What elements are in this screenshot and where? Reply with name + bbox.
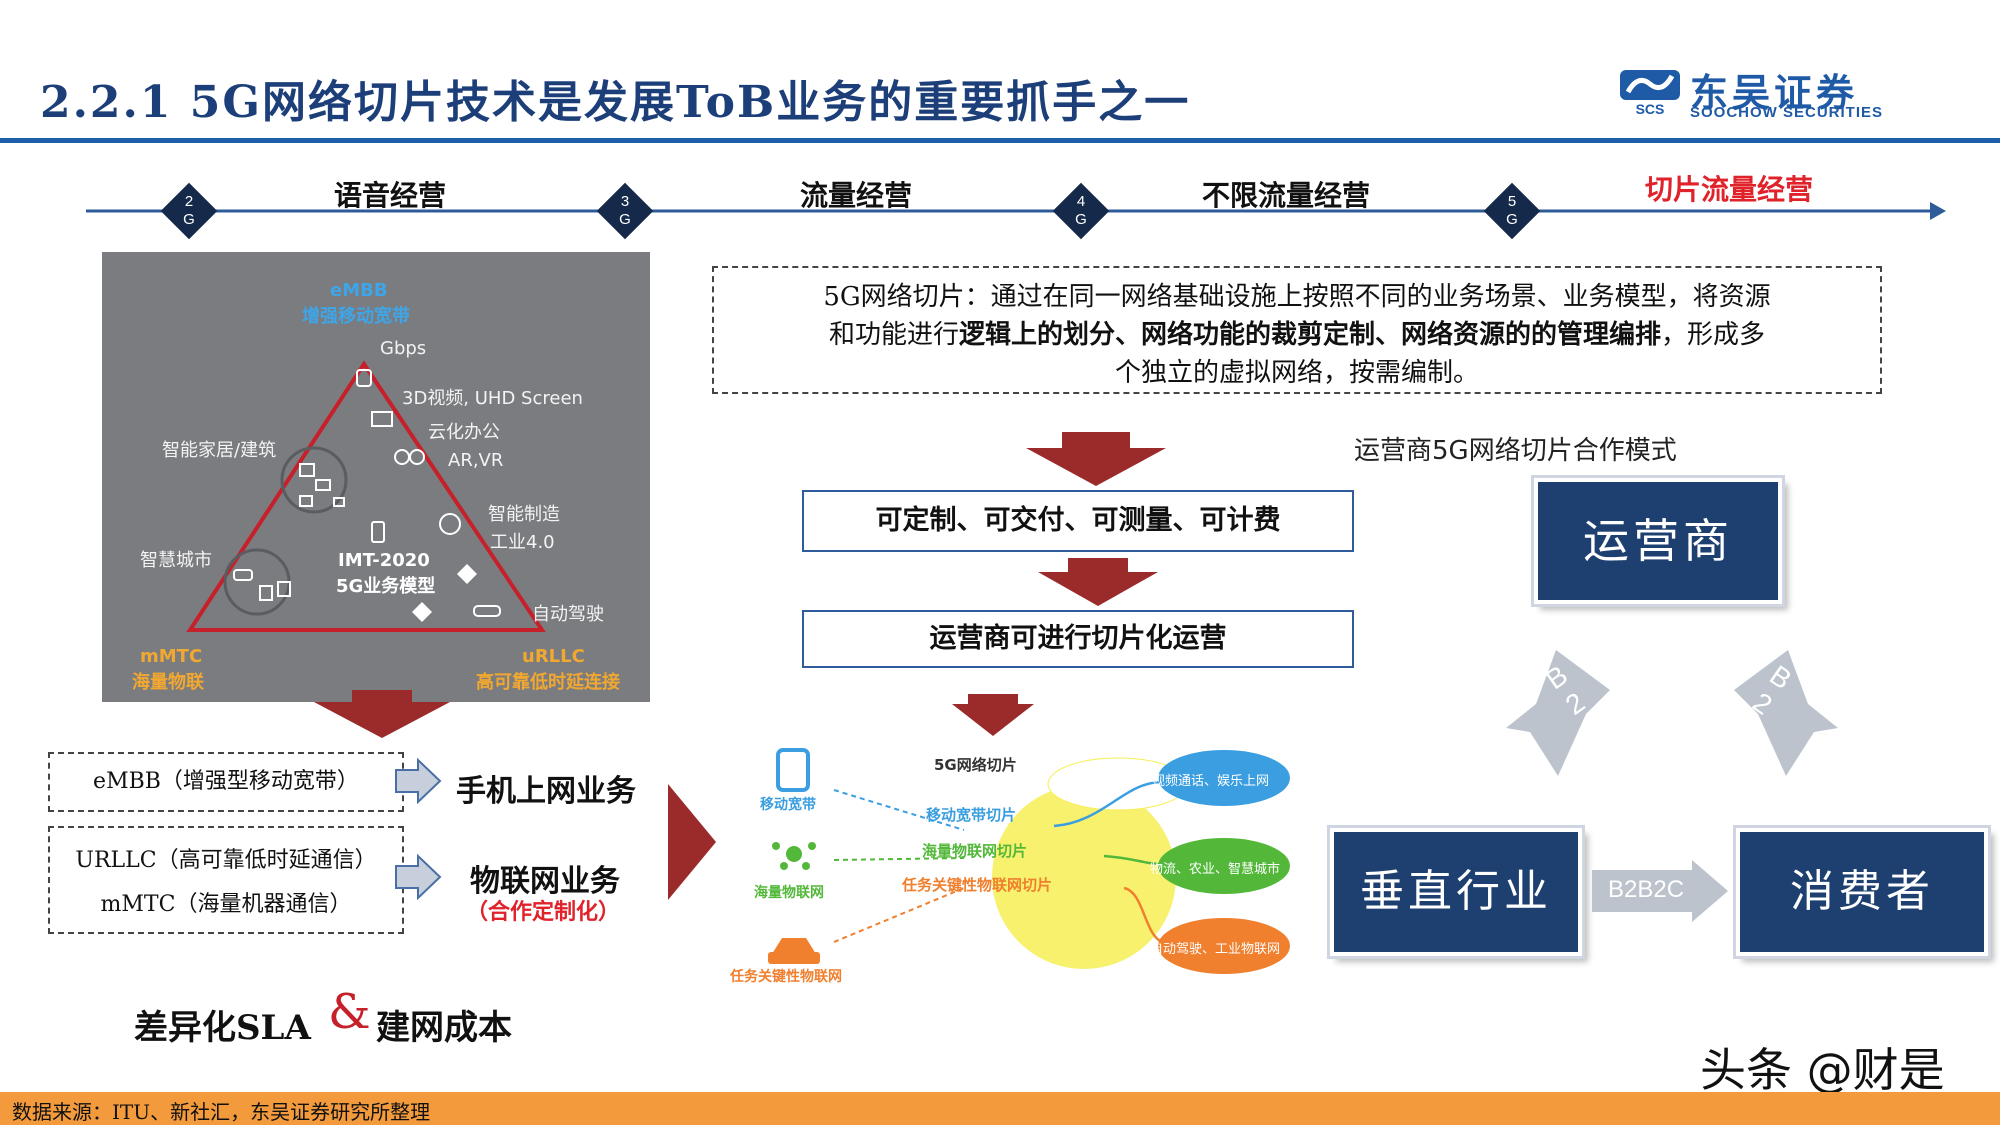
flow-arrow-1-icon xyxy=(1026,432,1166,486)
vehicle-icon xyxy=(772,938,816,954)
iot-service: 物联网业务 xyxy=(470,864,620,899)
cloud-office-label: 云化办公 xyxy=(428,422,500,443)
vertical-industry-node: 垂直行业 xyxy=(1330,828,1582,956)
sparkle-icon xyxy=(457,564,477,584)
logo-name: 东吴证券 xyxy=(1690,71,1859,115)
imt-line1: IMT-2020 xyxy=(338,550,430,571)
smart-manufacturing-label: 智能制造 xyxy=(488,504,560,525)
flow-arrow-3-icon xyxy=(952,694,1034,736)
slicing-definition-box: 5G网络切片：通过在同一网络基础设施上按照不同的业务场景、业务模型，将资源 和功… xyxy=(712,266,1882,394)
soochow-logo-icon: SCS xyxy=(1620,70,1680,116)
slice-massive-iot: 海量物联网切片 xyxy=(922,842,1028,860)
title-divider xyxy=(0,138,2000,143)
camera-icon xyxy=(333,497,345,507)
slicing-diagram xyxy=(768,748,1290,974)
definition-line2: 和功能进行逻辑上的划分、网络功能的裁剪定制、网络资源的的管理编排，形成多 xyxy=(828,320,1766,350)
cooperation-title: 运营商5G网络切片合作模式 xyxy=(1354,436,1677,466)
right-label-video: 视频通话、娱乐上网 xyxy=(1152,774,1270,789)
iot-right-arrow-icon xyxy=(395,854,442,900)
tv-icon xyxy=(371,411,393,427)
mmtc-cn-label: 海量物联 xyxy=(132,672,204,693)
page-title: 2.2.1 5G网络切片技术是发展ToB业务的重要抓手之一 xyxy=(40,77,1191,128)
ampersand: & xyxy=(328,984,371,1040)
big-right-arrow-icon xyxy=(668,784,716,900)
smart-city-label: 智慧城市 xyxy=(140,550,212,571)
flow-box-operation: 运营商可进行切片化运营 xyxy=(802,610,1354,668)
urllc-box-text: URLLC（高可靠低时延通信） xyxy=(75,848,377,873)
imt-line2: 5G业务模型 xyxy=(336,576,436,597)
slicing-diagram-header: 5G网络切片 xyxy=(934,756,1017,774)
usecase-panel: eMBB 增强移动宽带 Gbps 3D视频, UHD Screen 云化办公 A… xyxy=(102,252,650,702)
urllc-mmtc-box: URLLC（高可靠低时延通信） mMTC（海量机器通信） xyxy=(48,826,404,934)
mmtc-box-text: mMTC（海量机器通信） xyxy=(100,892,352,917)
embb-cn-label: 增强移动宽带 xyxy=(302,306,410,327)
left-label-critical-iot: 任务关键性物联网 xyxy=(730,969,842,985)
footer-bar xyxy=(0,1092,2000,1125)
right-label-autonomous: 自动驾驶、工业物联网 xyxy=(1150,942,1281,957)
right-label-logistics: 物流、农业、智慧城市 xyxy=(1150,862,1281,877)
stage-slice-traffic: 切片流量经营 xyxy=(1645,173,1814,206)
mobile-internet-service: 手机上网业务 xyxy=(456,774,636,809)
gbps-label: Gbps xyxy=(380,338,427,359)
vr-icon xyxy=(394,449,410,465)
b2b2c-arrow-icon xyxy=(1592,860,1728,922)
left-label-massive-iot: 海量物联网 xyxy=(754,885,824,901)
definition-emphasis: 逻辑上的划分、网络功能的裁剪定制、网络资源的的管理编排 xyxy=(958,320,1661,350)
mmtc-en-label: mMTC xyxy=(140,646,203,667)
video-label: 3D视频, UHD Screen xyxy=(402,388,583,409)
logo-mark: SCS xyxy=(1636,101,1665,116)
iot-customization-note: （合作定制化） xyxy=(466,899,621,925)
definition-line1: 5G网络切片：通过在同一网络基础设施上按照不同的业务场景、业务模型，将资源 xyxy=(823,282,1771,312)
left-label-mobile: 移动宽带 xyxy=(760,797,816,813)
flow-box-capabilities: 可定制、可交付、可测量、可计费 xyxy=(802,490,1354,552)
network-cost-label: 建网成本 xyxy=(376,1008,512,1048)
smart-home-label: 智能家居/建筑 xyxy=(162,440,277,461)
slice-critical-iot: 任务关键性物联网切片 xyxy=(902,876,1053,894)
iot-network-icon xyxy=(786,846,802,862)
sla-label: 差异化SLA xyxy=(134,1008,311,1048)
b2b-arrow-icon xyxy=(1506,650,1610,776)
stage-unlimited-traffic: 不限流量经营 xyxy=(1202,179,1371,212)
home-icon xyxy=(299,463,315,477)
watermark: 头条 @财是 xyxy=(1700,1043,1945,1097)
embb-box-text: eMBB（增强型移动宽带） xyxy=(93,769,359,794)
usecase-triangle xyxy=(186,360,546,632)
consumer-node: 消费者 xyxy=(1736,828,1988,956)
industry-label: 工业4.0 xyxy=(490,532,555,553)
down-arrow-icon xyxy=(314,690,450,738)
operator-node: 运营商 xyxy=(1534,478,1782,604)
slice-mobile-broadband: 移动宽带切片 xyxy=(926,806,1017,824)
b2c-arrow-icon xyxy=(1734,650,1838,776)
stage-voice: 语音经营 xyxy=(334,179,447,212)
urllc-en-label: uRLLC xyxy=(522,646,585,667)
auto-drive-label: 自动驾驶 xyxy=(532,604,604,625)
globe-icon xyxy=(439,513,461,535)
definition-line3: 个独立的虚拟网络，按需编制。 xyxy=(1114,358,1479,388)
mobile-icon xyxy=(776,748,810,792)
b2b2c-label: B2B2C xyxy=(1608,876,1685,903)
city-icon xyxy=(233,569,253,581)
embb-box: eMBB（增强型移动宽带） xyxy=(48,752,404,812)
server-icon xyxy=(356,369,372,387)
car-icon xyxy=(473,605,501,617)
stage-traffic: 流量经营 xyxy=(800,179,913,212)
embb-right-arrow-icon xyxy=(395,758,442,804)
embb-en-label: eMBB xyxy=(330,280,388,301)
arvr-label: AR,VR xyxy=(448,450,504,471)
logo-english: SOOCHOW SECURITIES xyxy=(1690,104,1884,121)
timeline-arrow xyxy=(86,202,1946,220)
flow-arrow-2-icon xyxy=(1038,558,1158,606)
phone-icon xyxy=(371,521,385,543)
source-note: 数据来源：ITU、新社汇，东吴证券研究所整理 xyxy=(12,1100,431,1124)
urllc-cn-label: 高可靠低时延连接 xyxy=(476,672,620,693)
